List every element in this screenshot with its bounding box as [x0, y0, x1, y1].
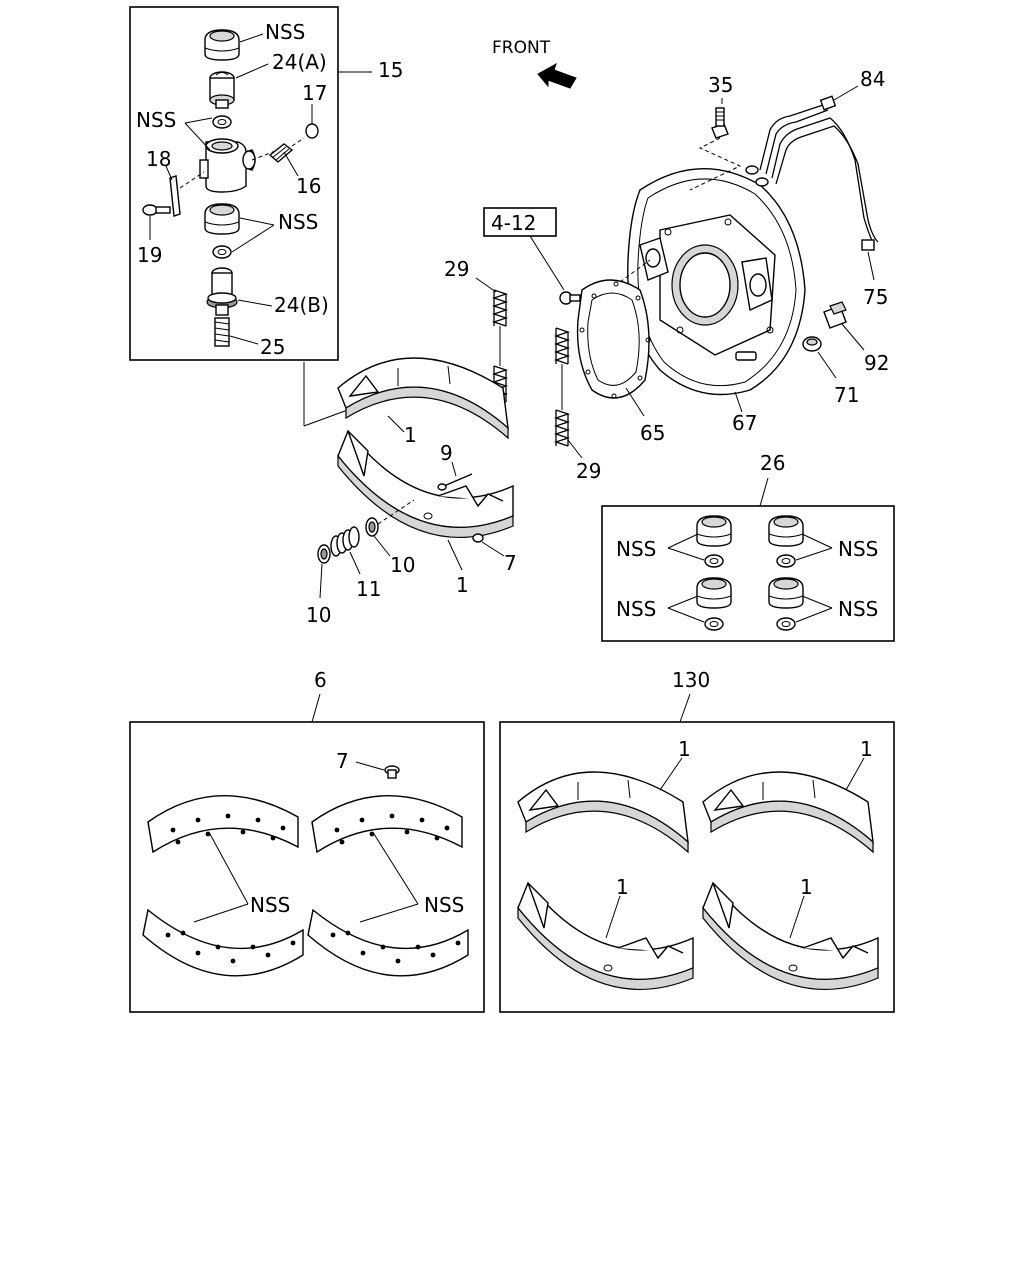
callout-6: 6 — [314, 668, 327, 692]
callout-nss-26d: NSS — [838, 597, 878, 621]
callout-nss-26a: NSS — [616, 537, 656, 561]
callout-1-set-d: 1 — [800, 875, 813, 899]
callout-10-left: 10 — [306, 603, 331, 627]
gasket-bolt — [559, 291, 581, 305]
callout-29-top: 29 — [444, 257, 469, 281]
callout-65: 65 — [640, 421, 665, 445]
callout-nss-left: NSS — [136, 108, 176, 132]
bleeder-screw — [268, 143, 294, 163]
callout-7: 7 — [504, 551, 517, 575]
callout-67: 67 — [732, 411, 757, 435]
callout-19: 19 — [137, 243, 162, 267]
brake-shoe-upper — [337, 357, 509, 439]
callout-9: 9 — [440, 441, 453, 465]
callout-1-set-c: 1 — [616, 875, 629, 899]
section-ref-box — [483, 207, 557, 237]
callout-1-set-b: 1 — [860, 737, 873, 761]
cylinder-bolt — [142, 204, 171, 216]
callout-130: 130 — [672, 668, 710, 692]
bleeder-cap — [305, 123, 319, 139]
cylinder-body — [199, 138, 256, 193]
callout-25: 25 — [260, 335, 285, 359]
shoe-set-box — [499, 721, 895, 1013]
callout-24b: 24(B) — [274, 293, 329, 317]
callout-10-right: 10 — [390, 553, 415, 577]
callout-1-set-a: 1 — [678, 737, 691, 761]
hold-washer-left — [317, 544, 331, 564]
callout-nss-26c: NSS — [616, 597, 656, 621]
callout-nss-mid: NSS — [278, 210, 318, 234]
callout-11: 11 — [356, 577, 381, 601]
callout-84: 84 — [860, 67, 885, 91]
shoe-rivet — [472, 533, 484, 543]
clip-92 — [823, 301, 847, 329]
hold-washer-right — [365, 517, 379, 537]
return-spring-lower — [555, 327, 569, 365]
callout-1-lower: 1 — [456, 573, 469, 597]
front-arrow-icon — [537, 62, 577, 89]
callout-nss-lining-b: NSS — [424, 893, 464, 917]
callout-35: 35 — [708, 73, 733, 97]
shoe-pin — [437, 473, 473, 491]
callout-71: 71 — [834, 383, 859, 407]
cylinder-clip — [169, 175, 181, 217]
backing-bolt — [711, 107, 729, 139]
hold-spring — [330, 526, 360, 557]
callout-75: 75 — [863, 285, 888, 309]
callout-29-bottom: 29 — [576, 459, 601, 483]
front-label: FRONT — [492, 38, 551, 58]
wheel-cylinder-box: 15 NSS 24(A) NSS — [129, 6, 403, 361]
backing-plate — [627, 168, 806, 396]
callout-nss-top: NSS — [265, 20, 305, 44]
adjuster-screw — [214, 317, 230, 347]
lining-rivet — [384, 765, 400, 779]
callout-16: 16 — [296, 174, 321, 198]
callout-nss-lining-a: NSS — [250, 893, 290, 917]
callout-18: 18 — [146, 147, 171, 171]
return-spring-upper — [493, 289, 507, 327]
callout-15: 15 — [378, 58, 403, 82]
section-ref[interactable]: 4-12 — [491, 211, 536, 235]
callout-17: 17 — [302, 81, 327, 105]
lining-box — [129, 721, 485, 1013]
brake-shoe-lower — [337, 430, 514, 539]
piston-b — [206, 267, 238, 316]
callout-26: 26 — [760, 451, 785, 475]
callout-nss-26b: NSS — [838, 537, 878, 561]
callout-92: 92 — [864, 351, 889, 375]
piston-a — [209, 71, 235, 109]
callout-1-upper: 1 — [404, 423, 417, 447]
callout-7-lining: 7 — [336, 749, 349, 773]
seal-kit-box — [601, 505, 895, 642]
callout-24a: 24(A) — [272, 50, 327, 74]
plug-71 — [802, 336, 822, 352]
gasket — [576, 279, 651, 399]
brake-pipe — [745, 95, 879, 251]
